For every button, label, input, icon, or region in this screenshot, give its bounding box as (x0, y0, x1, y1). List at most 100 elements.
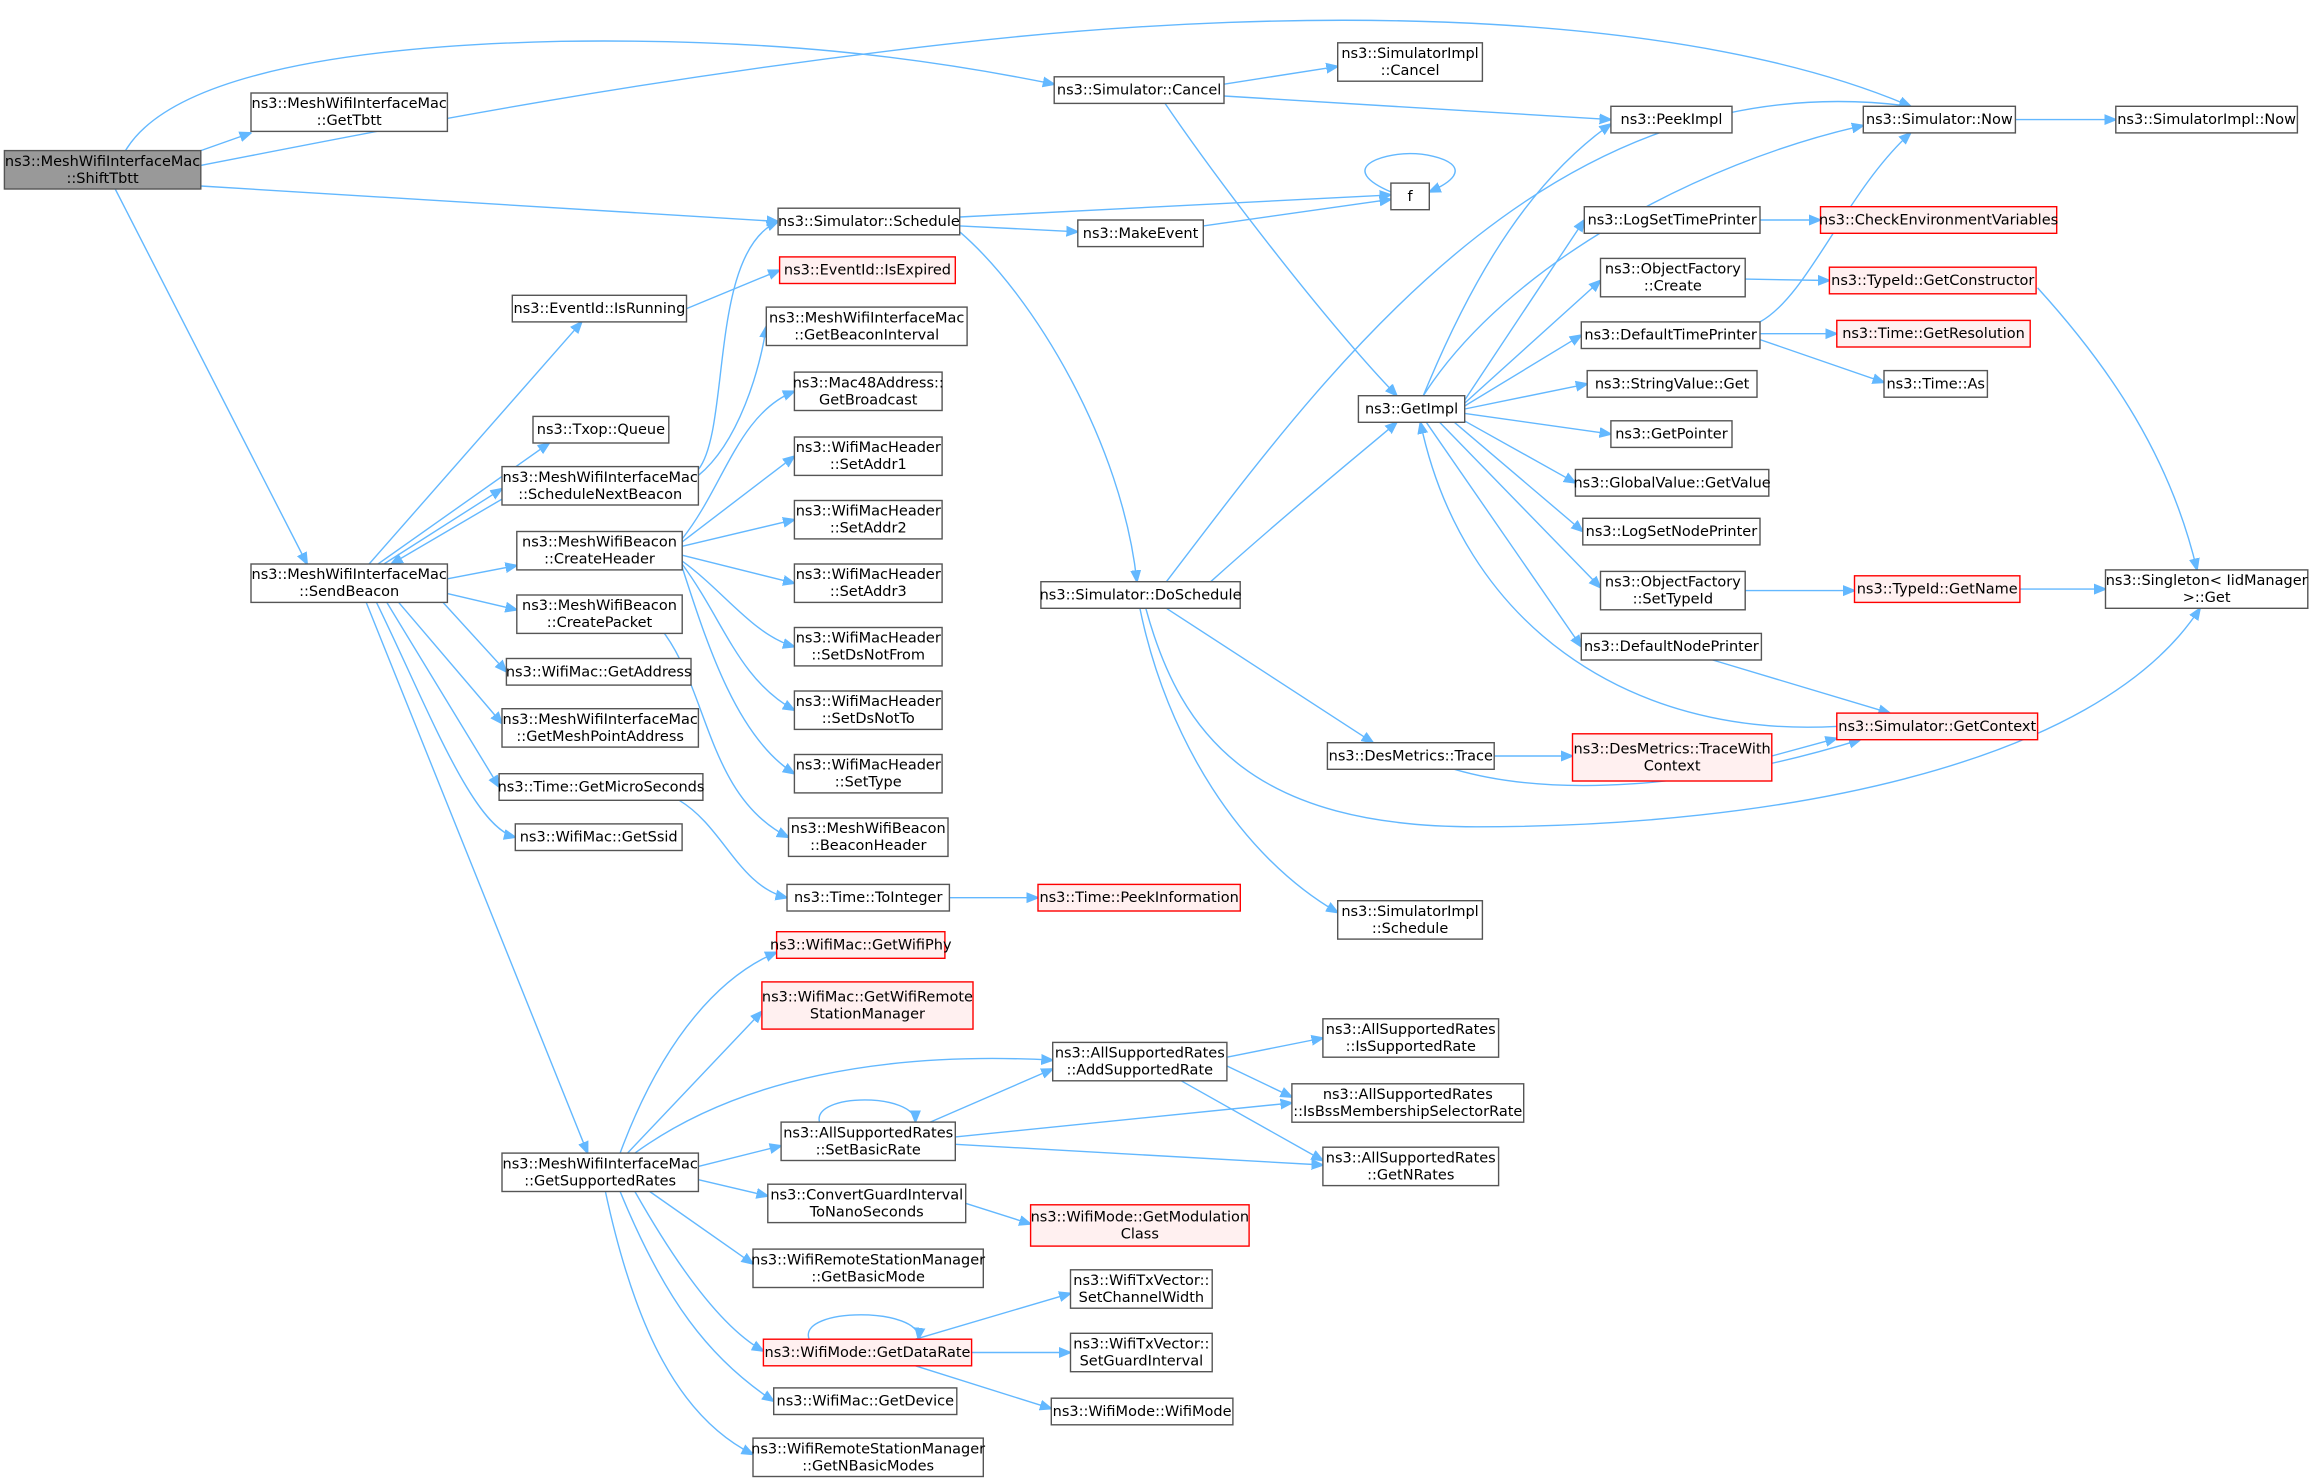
node-defaultNodePrinter[interactable]: ns3::DefaultNodePrinter (1580, 632, 1763, 661)
node-addSupportedRate[interactable]: ns3::AllSupportedRates::AddSupportedRate (1051, 1041, 1228, 1082)
node-stringValueGet[interactable]: ns3::StringValue::Get (1586, 369, 1758, 398)
node-label: ns3::WifiMacHeader (796, 567, 941, 583)
node-setAddr3[interactable]: ns3::WifiMacHeader::SetAddr3 (793, 563, 943, 604)
edge-sendbeacon-to-micro (386, 602, 499, 787)
node-f[interactable]: f (1390, 182, 1431, 211)
node-getWifiRemoteStationManager[interactable]: ns3::WifiMac::GetWifiRemoteStationManage… (761, 981, 974, 1030)
node-label: ::GetBasicMode (811, 1269, 925, 1285)
node-wifiMacGetDevice[interactable]: ns3::WifiMac::GetDevice (773, 1387, 958, 1416)
edge-makeevent-to-f (1203, 199, 1391, 227)
node-timeAs[interactable]: ns3::Time::As (1883, 369, 1989, 398)
node-wifiMacGetAddress[interactable]: ns3::WifiMac::GetAddress (505, 657, 692, 686)
node-label: ns3::GetPointer (1615, 427, 1728, 443)
node-timePeekInformation[interactable]: ns3::Time::PeekInformation (1037, 883, 1242, 912)
node-label: ns3::AllSupportedRates (1326, 1022, 1496, 1038)
node-box (793, 436, 943, 477)
node-label: ::SetDsNotTo (822, 711, 915, 727)
node-getBasicMode[interactable]: ns3::WifiRemoteStationManager::GetBasicM… (751, 1248, 985, 1289)
node-setGuardInterval[interactable]: ns3::WifiTxVector::SetGuardInterval (1069, 1332, 1213, 1373)
node-createHeader[interactable]: ns3::MeshWifiBeacon::CreateHeader (516, 530, 683, 571)
node-logSetTimePrinter[interactable]: ns3::LogSetTimePrinter (1583, 205, 1761, 234)
node-logSetNodePrinter[interactable]: ns3::LogSetNodePrinter (1582, 517, 1761, 546)
node-singletonGet[interactable]: ns3::Singleton< IidManager >::Get (2104, 569, 2309, 610)
node-simNow[interactable]: ns3::Simulator::Now (1862, 105, 2017, 134)
node-getWifiPhy[interactable]: ns3::WifiMac::GetWifiPhy (770, 931, 952, 960)
node-checkEnv[interactable]: ns3::CheckEnvironmentVariables (1819, 205, 2058, 234)
node-setChannelWidth[interactable]: ns3::WifiTxVector::SetChannelWidth (1069, 1269, 1213, 1309)
node-eventIsExpired[interactable]: ns3::EventId::IsExpired (778, 256, 956, 285)
node-label: ns3::WifiMode::WifiMode (1053, 1404, 1232, 1420)
node-typeIdGetConstructor[interactable]: ns3::TypeId::GetConstructor (1828, 266, 2037, 295)
node-getNRates[interactable]: ns3::AllSupportedRates::GetNRates (1322, 1146, 1500, 1187)
edge-sendbeacon-to-supportedrates (365, 602, 587, 1153)
node-label: ns3::AllSupportedRates (1055, 1046, 1225, 1062)
node-objFactorySetTypeId[interactable]: ns3::ObjectFactory::SetTypeId (1599, 570, 1746, 611)
node-getMeshPointAddress[interactable]: ns3::MeshWifiInterfaceMac::GetMeshPointA… (501, 708, 700, 748)
node-setAddr2[interactable]: ns3::WifiMacHeader::SetAddr2 (793, 499, 943, 540)
node-getImpl[interactable]: ns3::GetImpl (1357, 395, 1466, 424)
node-setBasicRate[interactable]: ns3::AllSupportedRates::SetBasicRate (780, 1121, 956, 1162)
node-label: ::AddSupportedRate (1067, 1063, 1214, 1079)
edge-getconstructor-to-singleton (2037, 287, 2197, 570)
node-wifiMacGetSsid[interactable]: ns3::WifiMac::GetSsid (514, 823, 683, 852)
node-getTbtt[interactable]: ns3::MeshWifiInterfaceMac::GetTbtt (250, 92, 449, 133)
edge-setbasic-to-getnrates (955, 1143, 1323, 1165)
node-simImplSchedule[interactable]: ns3::SimulatorImpl::Schedule (1336, 900, 1484, 940)
node-label: ns3::Simulator::GetContext (1838, 719, 2036, 735)
node-simImplNow[interactable]: ns3::SimulatorImpl::Now (2115, 105, 2299, 134)
node-typeIdGetName[interactable]: ns3::TypeId::GetName (1853, 575, 2021, 604)
edge-doschedule-to-getimpl (1210, 422, 1397, 583)
node-box (505, 657, 692, 686)
node-simSchedule[interactable]: ns3::Simulator::Schedule (777, 207, 961, 236)
node-timeToInteger[interactable]: ns3::Time::ToInteger (786, 883, 951, 912)
node-simDoSchedule[interactable]: ns3::Simulator::DoSchedule (1040, 581, 1242, 610)
edge-createheader-to-setdsnotto (681, 563, 794, 710)
node-setAddr1[interactable]: ns3::WifiMacHeader::SetAddr1 (793, 436, 943, 477)
node-getSupportedRates[interactable]: ns3::MeshWifiInterfaceMac::GetSupportedR… (501, 1152, 700, 1193)
node-makeEvent[interactable]: ns3::MakeEvent (1077, 219, 1205, 248)
node-defaultTimePrinter[interactable]: ns3::DefaultTimePrinter (1580, 321, 1761, 350)
node-objFactoryCreate[interactable]: ns3::ObjectFactory::Create (1599, 257, 1746, 298)
node-label: ns3::Simulator::DoSchedule (1040, 588, 1242, 604)
node-beaconHeader[interactable]: ns3::MeshWifiBeacon::BeaconHeader (787, 817, 949, 858)
node-getNBasicModes[interactable]: ns3::WifiRemoteStationManager::GetNBasic… (751, 1437, 985, 1478)
node-simCancel[interactable]: ns3::Simulator::Cancel (1053, 76, 1225, 105)
node-box (793, 626, 943, 667)
node-mac48GetBroadcast[interactable]: ns3::Mac48Address::GetBroadcast (793, 371, 944, 412)
node-txopQueue[interactable]: ns3::Txop::Queue (532, 415, 670, 444)
node-sendBeacon[interactable]: ns3::MeshWifiInterfaceMac::SendBeacon (250, 563, 449, 604)
node-wifiModeWifiMode[interactable]: ns3::WifiMode::WifiMode (1050, 1397, 1234, 1426)
node-setDsNotFrom[interactable]: ns3::WifiMacHeader::SetDsNotFrom (793, 626, 943, 667)
node-label: ns3::WifiTxVector:: (1073, 1273, 1209, 1289)
node-label: ns3::MeshWifiBeacon (522, 598, 677, 614)
node-timeGetMicroSeconds[interactable]: ns3::Time::GetMicroSeconds (498, 773, 705, 802)
node-timeGetResolution[interactable]: ns3::Time::GetResolution (1836, 319, 2031, 348)
node-desMetricsTrace[interactable]: ns3::DesMetrics::Trace (1326, 742, 1495, 771)
node-box (516, 594, 683, 635)
node-getBeaconInterval[interactable]: ns3::MeshWifiInterfaceMac::GetBeaconInte… (765, 306, 968, 347)
node-box (1853, 575, 2021, 604)
node-getDataRate[interactable]: ns3::WifiMode::GetDataRate (762, 1338, 973, 1367)
node-simImplCancel[interactable]: ns3::SimulatorImpl::Cancel (1336, 42, 1484, 82)
node-box (793, 690, 943, 731)
node-setType[interactable]: ns3::WifiMacHeader::SetType (793, 753, 943, 794)
node-globalValueGetValue[interactable]: ns3::GlobalValue::GetValue (1573, 468, 1771, 497)
node-isBssMembership[interactable]: ns3::AllSupportedRates::IsBssMembershipS… (1291, 1083, 1525, 1123)
node-shiftTbtt[interactable]: ns3::MeshWifiInterfaceMac::ShiftTbtt (3, 149, 202, 190)
node-createPacket[interactable]: ns3::MeshWifiBeacon::CreatePacket (516, 594, 683, 635)
node-scheduleNextBeacon[interactable]: ns3::MeshWifiInterfaceMac::ScheduleNextB… (501, 465, 700, 506)
node-peekImpl[interactable]: ns3::PeekImpl (1610, 105, 1733, 134)
node-eventIsRunning[interactable]: ns3::EventId::IsRunning (511, 294, 688, 323)
node-setDsNotTo[interactable]: ns3::WifiMacHeader::SetDsNotTo (793, 690, 943, 731)
node-isSupportedRate[interactable]: ns3::AllSupportedRates::IsSupportedRate (1322, 1018, 1500, 1058)
node-label: ns3::MeshWifiInterfaceMac (503, 712, 698, 728)
node-simGetContext[interactable]: ns3::Simulator::GetContext (1836, 712, 2039, 741)
node-label: ns3::Txop::Queue (537, 422, 665, 438)
node-getPointer[interactable]: ns3::GetPointer (1610, 420, 1733, 449)
node-label: ns3::AllSupportedRates (1326, 1150, 1496, 1166)
node-box (793, 371, 943, 412)
node-label: ns3::MakeEvent (1083, 226, 1199, 242)
